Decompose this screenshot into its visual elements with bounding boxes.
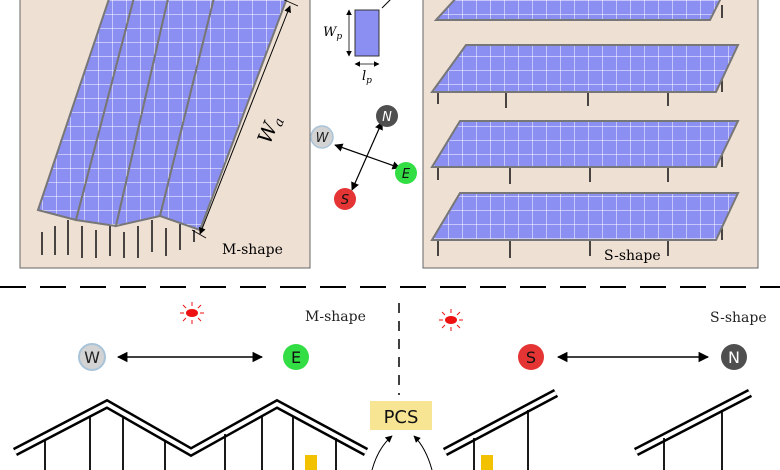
s-row-2 [430,44,740,108]
module-pointer [381,0,391,9]
s-row-1 [433,0,723,21]
s-shape-panel-label: S-shape [604,248,661,264]
s-row-4 [430,192,740,258]
bottom-west-label: W [84,348,100,367]
sn-axis: S N [518,344,747,370]
s-shape-panel: S-shape [422,0,759,269]
compass: N W E S [310,105,417,210]
bottom-south-label: S [526,348,536,367]
bottom-east-label: E [291,348,301,367]
pcs-rect [370,401,432,430]
m-strip-3 [114,0,215,228]
compass-south-badge [334,188,356,210]
m-shape-panel-label: M-shape [222,242,283,258]
pcs-box: PCS [370,401,433,470]
m-shape-panel: Wa M-shape [19,0,311,269]
wp-label: Wp [323,25,342,42]
lp-label: lp [362,69,372,86]
pcs-arrow-right [413,435,433,470]
bottom-north-label: N [728,348,740,367]
compass-east-label: E [402,167,411,182]
compass-sn-axis [351,121,383,191]
pcs-arrow-left [371,435,393,470]
we-axis: W E [78,343,309,371]
wa-dimension-arrow [199,5,291,235]
bottom-south-badge [518,344,544,370]
m-shape-cross-section [12,398,369,470]
m-shape-legs [41,220,195,258]
module-dimensions: Wp lp [323,0,391,86]
inverter-right [481,455,493,470]
m-strip-1 [36,0,135,222]
inverter-left [305,455,317,470]
compass-we-axis [334,143,401,170]
bottom-west-badge [78,343,106,371]
s-row-3 [430,120,740,184]
compass-west-label: W [316,131,330,146]
sun-right-icon [439,309,463,331]
s-shape-cross-section [442,389,753,470]
compass-east-badge [395,162,417,184]
compass-north-badge [376,105,398,127]
bottom-s-shape-label: S-shape [710,310,767,326]
pcs-label: PCS [384,407,419,428]
module-rect [354,9,380,57]
compass-west-badge [310,125,334,149]
bottom-east-badge [283,344,309,370]
bottom-m-shape-label: M-shape [305,309,366,325]
compass-south-label: S [341,193,349,208]
compass-north-label: N [382,110,392,125]
bottom-north-badge [721,344,747,370]
sun-left-icon [180,302,204,324]
m-strip-2 [74,0,169,228]
